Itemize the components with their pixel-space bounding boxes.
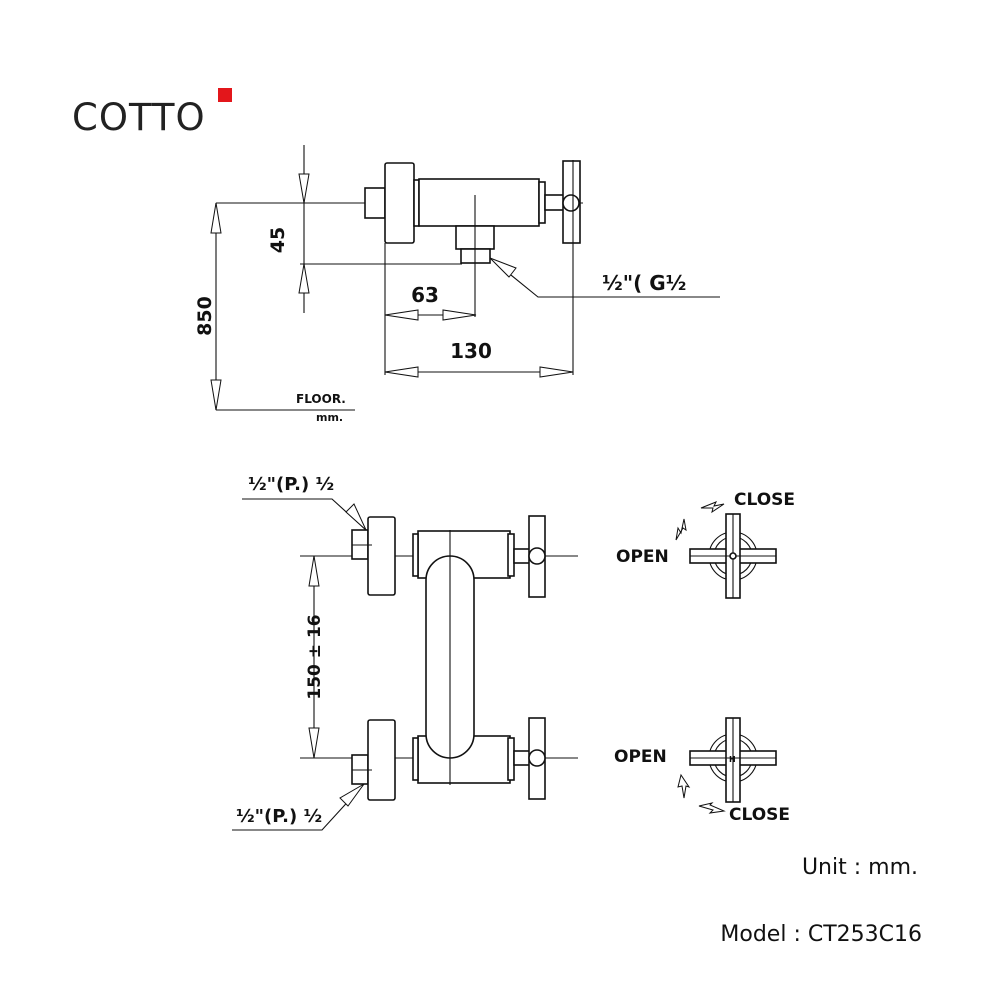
handle-bottom-diagram: H CLOSE OPEN xyxy=(614,717,790,825)
wall-flange xyxy=(384,162,415,244)
outlet-thread-label: ½"( G½ xyxy=(602,271,686,295)
close-label-top: CLOSE xyxy=(734,490,795,510)
dim-150: 150 ± 16 xyxy=(305,614,325,699)
logo-red-square xyxy=(218,88,232,102)
model-label: Model : CT253C16 xyxy=(720,922,922,947)
handle-top-diagram: CLOSE OPEN xyxy=(616,490,795,599)
dim-45: 45 xyxy=(267,227,289,253)
svg-text:H: H xyxy=(729,755,736,764)
valve-body xyxy=(418,178,540,227)
handle-stem xyxy=(544,194,566,211)
top-view: 45 850 FLOOR. mm. 63 130 ½"( G½ xyxy=(194,145,720,424)
dim-850: 850 xyxy=(194,296,216,336)
inlet-stub xyxy=(364,187,386,219)
inlet-bottom-label: ½"(P.) ½ xyxy=(236,806,322,827)
dim-63: 63 xyxy=(411,283,439,307)
close-label-bottom: CLOSE xyxy=(729,805,790,825)
floor-unit: mm. xyxy=(316,411,343,424)
cotto-logo: COTTO xyxy=(72,96,206,139)
open-label-bottom: OPEN xyxy=(614,747,667,767)
front-view: 150 ± 16 ½"(P.) ½ ½"(P.) ½ CLOSE OPEN xyxy=(232,474,795,831)
floor-label: FLOOR. xyxy=(296,392,346,406)
inlet-top-label: ½"(P.) ½ xyxy=(248,474,334,495)
dim-130: 130 xyxy=(450,339,492,363)
unit-label: Unit : mm. xyxy=(801,855,918,880)
open-label-top: OPEN xyxy=(616,547,669,567)
